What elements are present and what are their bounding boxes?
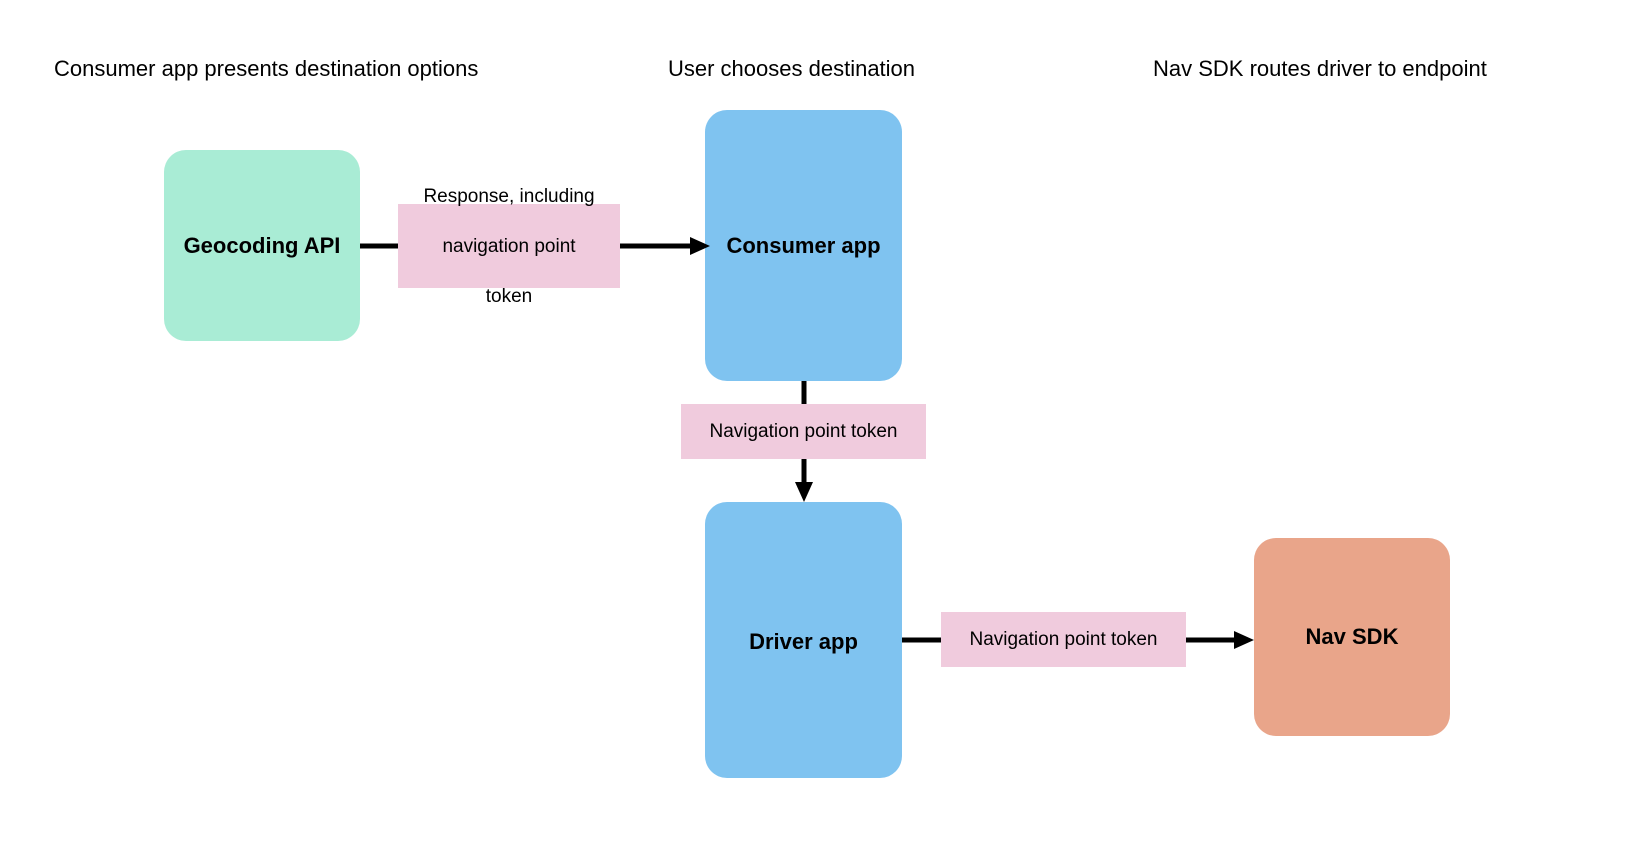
node-geocoding-api-label: Geocoding API [183, 232, 341, 258]
edge-label-navigation-point-token-horizontal: Navigation point token [941, 612, 1186, 667]
node-driver-app-label: Driver app [749, 629, 858, 654]
edge-label-navigation-point-token-vertical: Navigation point token [681, 404, 926, 459]
node-geocoding-api[interactable]: Geocoding API [164, 150, 360, 341]
caption-nav-sdk-routes-driver: Nav SDK routes driver to endpoint [1153, 56, 1487, 81]
node-nav-sdk-label: Nav SDK [1305, 624, 1399, 649]
caption-user-chooses-destination: User chooses destination [668, 56, 916, 81]
edge-label-text-horizontal: Navigation point token [969, 629, 1158, 650]
edge-label-response-including-navigation-point-token: Response, including navigation point tok… [398, 186, 620, 307]
edge-label-text-vertical: Navigation point token [709, 421, 898, 442]
node-nav-sdk[interactable]: Nav SDK [1254, 538, 1450, 736]
caption-consumer-app-presents: Consumer app presents destination option… [54, 56, 479, 81]
node-consumer-app-label: Consumer app [726, 232, 881, 258]
edge-label-line-1: Response, including navigation point tok… [423, 185, 595, 307]
node-driver-app[interactable]: Driver app [705, 502, 902, 778]
node-consumer-app[interactable]: Consumer app [705, 110, 902, 381]
